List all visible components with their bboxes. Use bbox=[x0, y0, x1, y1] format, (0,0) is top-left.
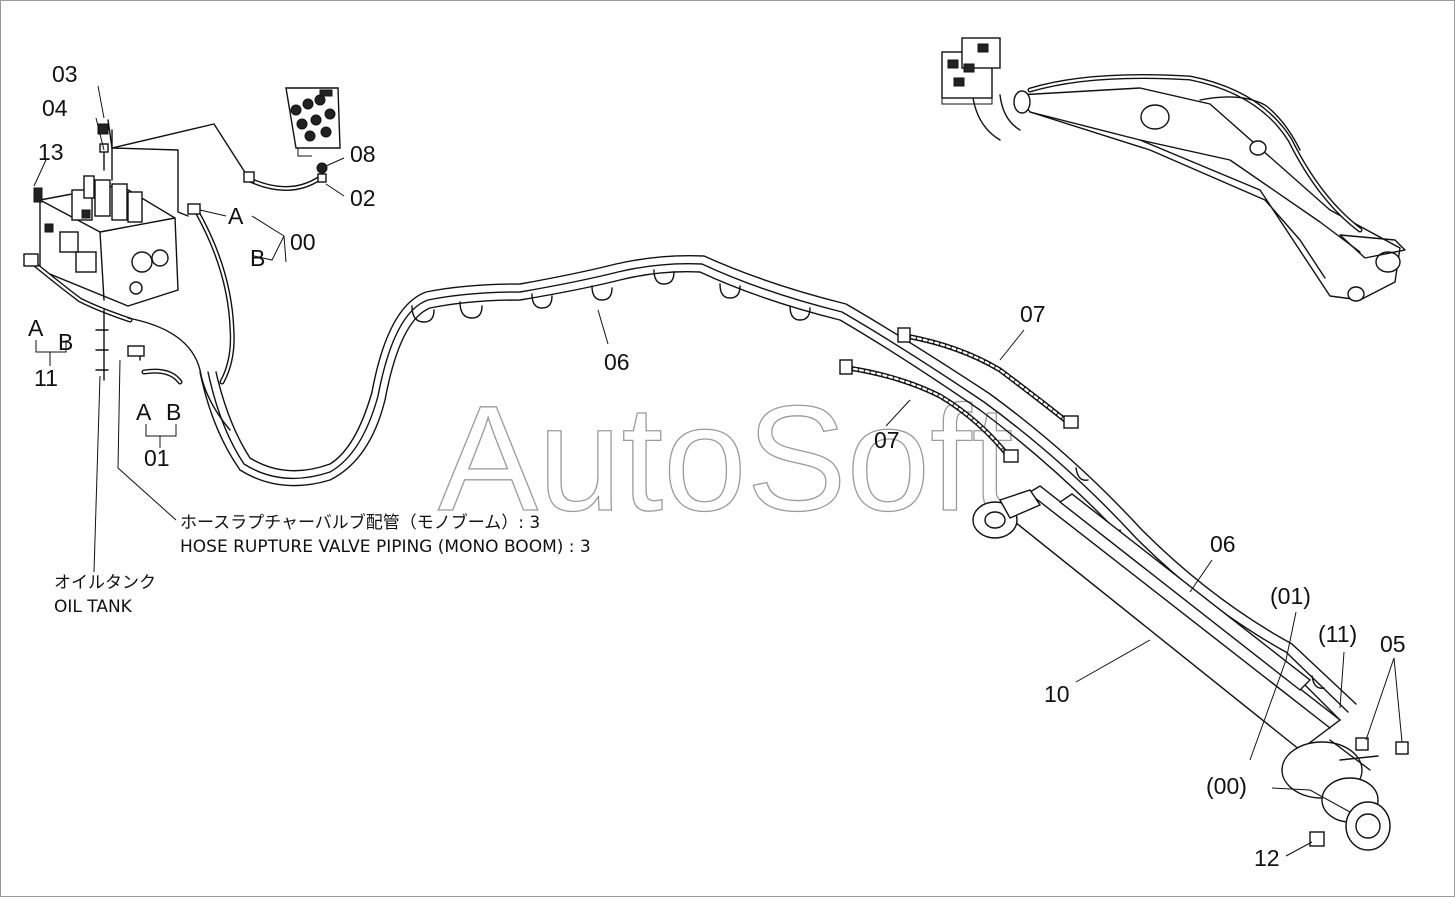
boom-assembly bbox=[971, 74, 1406, 302]
label-b-top: B bbox=[250, 245, 265, 271]
label-a-mid: A bbox=[136, 399, 152, 425]
label-01-paren: (01) bbox=[1270, 583, 1311, 609]
hoses-07 bbox=[839, 327, 1079, 463]
hose-rupture-note-en: HOSE RUPTURE VALVE PIPING (MONO BOOM) : … bbox=[180, 537, 591, 557]
label-b-left: B bbox=[58, 329, 73, 355]
label-00-top: 00 bbox=[290, 229, 316, 255]
watermark: AutoSoft bbox=[438, 374, 1013, 542]
main-pipe-bundle bbox=[199, 254, 1357, 721]
label-00-paren: (00) bbox=[1206, 773, 1247, 799]
label-11-paren: (11) bbox=[1318, 621, 1357, 647]
label-03: 03 bbox=[52, 61, 78, 87]
leader-lines bbox=[33, 85, 1403, 857]
label-10: 10 bbox=[1044, 681, 1070, 707]
pilot-valve-block-top-right bbox=[941, 37, 1001, 105]
hose-rupture-note-jp: ホースラプチャーバルブ配管（モノブーム）: 3 bbox=[180, 512, 540, 533]
boom-cylinder bbox=[972, 485, 1409, 851]
notes: ホースラプチャーバルブ配管（モノブーム）: 3 HOSE RUPTURE VAL… bbox=[54, 512, 591, 617]
label-13: 13 bbox=[38, 139, 64, 165]
label-11-left: 11 bbox=[34, 365, 58, 391]
pilot-valve-block bbox=[285, 87, 341, 157]
label-04: 04 bbox=[42, 95, 68, 121]
label-08: 08 bbox=[350, 141, 376, 167]
oil-tank-note-en: OIL TANK bbox=[54, 597, 133, 617]
label-01-mid: 01 bbox=[144, 445, 170, 471]
label-07-upper: 07 bbox=[1020, 301, 1046, 327]
label-02: 02 bbox=[350, 185, 376, 211]
label-07-lower: 07 bbox=[874, 427, 900, 453]
pilot-hoses-top bbox=[107, 119, 328, 385]
callout-labels: 03 04 13 08 02 A B 00 A B 11 A B 01 06 0… bbox=[28, 61, 1406, 871]
label-a-top: A bbox=[228, 203, 244, 229]
label-12: 12 bbox=[1254, 845, 1280, 871]
label-b-mid: B bbox=[166, 399, 181, 425]
hoses-11-01 bbox=[23, 253, 231, 431]
label-06-upper: 06 bbox=[604, 349, 630, 375]
oil-tank-note-jp: オイルタンク bbox=[54, 573, 156, 593]
label-05: 05 bbox=[1380, 631, 1406, 657]
control-valve bbox=[33, 123, 179, 307]
label-06-lower: 06 bbox=[1210, 531, 1236, 557]
label-a-left: A bbox=[28, 315, 44, 341]
